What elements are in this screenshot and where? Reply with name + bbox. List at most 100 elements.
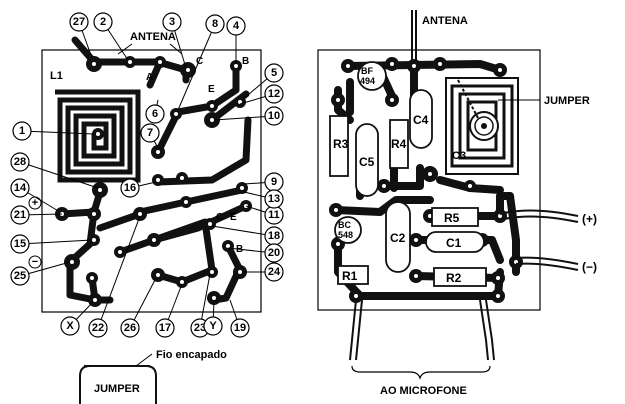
plus-symbol: + <box>32 197 38 209</box>
callout-circle <box>10 178 30 198</box>
callout-circle <box>10 266 30 286</box>
callout-number-27: 27 <box>73 16 85 28</box>
microphone-leads <box>349 299 495 361</box>
callout-circle <box>12 121 32 141</box>
callout-number-23: 23 <box>194 322 206 334</box>
pin-letter-b1: B <box>242 56 249 67</box>
callout-leader <box>19 161 99 189</box>
callout-circle <box>10 205 30 225</box>
callout-number-18: 18 <box>268 230 280 242</box>
callout-number-7: 7 <box>147 127 153 139</box>
callout-number-15: 15 <box>14 238 26 250</box>
pin-letter-a: A <box>146 72 153 83</box>
callout-circle <box>120 318 140 338</box>
callout-number-13: 13 <box>268 193 280 205</box>
callout-number-3: 3 <box>169 16 175 28</box>
pin-letter-c1: C <box>196 56 203 67</box>
callout-number-6: 6 <box>152 108 158 120</box>
callout-number-17: 17 <box>159 322 171 334</box>
left-pcb: ANTENA L1 A C E B C E B + − <box>28 31 262 313</box>
callout-circle <box>140 123 160 143</box>
callout-number-2: 2 <box>100 16 106 28</box>
component-r5: R5 <box>444 211 460 225</box>
callout-number-11: 11 <box>268 209 280 221</box>
callout-number-22: 22 <box>92 322 104 334</box>
callout-circle <box>69 12 89 32</box>
callout-circle <box>60 316 80 336</box>
callout-leader <box>213 115 275 121</box>
callout-circle <box>264 84 284 104</box>
callout-number-1: 1 <box>19 125 25 137</box>
component-outlines <box>329 61 487 287</box>
callout-circle <box>10 152 30 172</box>
callout-number-26: 26 <box>124 322 136 334</box>
minus-symbol: − <box>32 256 38 268</box>
callout-leader <box>211 225 275 237</box>
callout-number-x: X <box>66 320 74 332</box>
callout-number-24: 24 <box>268 266 281 278</box>
transistor-bf-line1: BF <box>361 66 373 76</box>
microphone-label: AO MICROFONE <box>380 385 467 397</box>
callout-number-16: 16 <box>124 182 136 194</box>
callout-circle <box>93 12 113 32</box>
component-r2: R2 <box>446 271 462 285</box>
callout-number-5: 5 <box>271 67 277 79</box>
component-c1: C1 <box>446 236 462 250</box>
callout-number-28: 28 <box>14 156 26 168</box>
component-c2: C2 <box>390 231 406 245</box>
callout-leader <box>19 239 93 245</box>
right-pcb: ANTENA <box>317 10 597 397</box>
callout-number-25: 25 <box>14 270 26 282</box>
callout-number-21: 21 <box>14 209 26 221</box>
callout-circle <box>88 318 108 338</box>
transistor-bf-line2: 494 <box>360 76 375 86</box>
pin-letter-e1: E <box>208 84 215 95</box>
coil-label: L1 <box>50 70 63 82</box>
callout-circle <box>264 106 284 126</box>
left-pads <box>55 56 252 307</box>
callout-leader <box>177 23 216 111</box>
coil-l1 <box>55 89 141 183</box>
right-jumper-label: JUMPER <box>544 95 590 107</box>
component-c3: C3 <box>452 150 466 162</box>
component-r1: R1 <box>342 269 358 283</box>
callout-circle <box>264 243 284 263</box>
component-c4: C4 <box>413 113 429 127</box>
component-r4: R4 <box>391 137 407 151</box>
callout-circle <box>264 262 284 282</box>
callout-number-19: 19 <box>234 322 246 334</box>
callout-circle <box>226 16 246 36</box>
jumper-detail-label: JUMPER <box>94 383 140 395</box>
callout-number-9: 9 <box>271 176 277 188</box>
callout-circle <box>155 318 175 338</box>
callout-number-14: 14 <box>14 182 27 194</box>
callout-number-10: 10 <box>268 110 280 122</box>
power-leads <box>499 209 579 271</box>
callout-circle <box>162 12 182 32</box>
callout-leader <box>97 215 141 329</box>
wire-label: Fio encapado <box>156 349 227 361</box>
callout-circle <box>230 318 250 338</box>
right-antenna-label: ANTENA <box>422 15 468 27</box>
component-r3: R3 <box>333 137 349 151</box>
plus-terminal-label: (+) <box>582 212 597 226</box>
minus-terminal-label: (−) <box>582 260 597 274</box>
callout-circle <box>264 63 284 83</box>
callout-number-8: 8 <box>212 18 218 30</box>
left-antenna-label: ANTENA <box>130 31 176 43</box>
jumper-detail: JUMPER Fio encapado <box>79 349 227 404</box>
callout-circle <box>10 234 30 254</box>
transistor-bc-line2: 548 <box>338 230 353 240</box>
callout-circle <box>205 14 225 34</box>
pin-letter-c2: C <box>216 212 223 223</box>
callout-number-4: 4 <box>233 20 240 32</box>
callout-circle <box>145 104 165 124</box>
component-c5: C5 <box>359 155 375 169</box>
callout-circle <box>264 189 284 209</box>
callout-circle <box>120 178 140 198</box>
transistor-bc-line1: BC <box>338 220 351 230</box>
callout-number-12: 12 <box>268 88 280 100</box>
